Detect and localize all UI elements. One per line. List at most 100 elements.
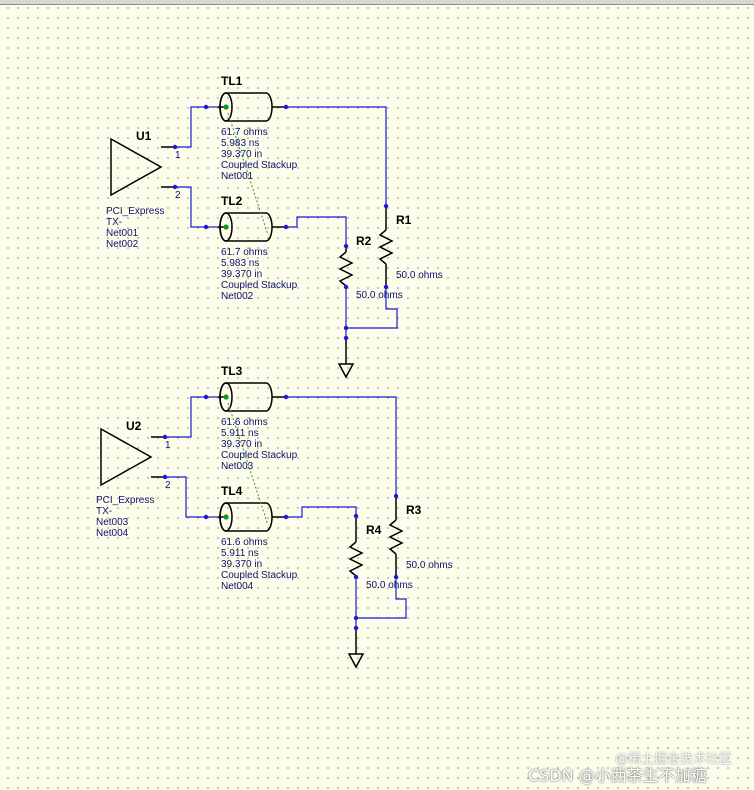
u1-driver[interactable]: U1 1 2 PCI_Express TX- Net001 Net002: [106, 129, 181, 250]
r1-value: 50.0 ohms: [396, 270, 443, 281]
node: [353, 574, 359, 580]
node: [172, 144, 178, 150]
r3-ref: R3: [406, 503, 422, 517]
circuit-2: U2 1 2 PCI_Express TX- Net003 Net004 TL3…: [96, 364, 453, 669]
node: [393, 493, 399, 499]
tl1-delay: 5.983 ns: [221, 138, 259, 149]
node: [343, 284, 349, 290]
tl4-length: 39.370 in: [221, 559, 262, 570]
r2-zigzag: [338, 251, 354, 287]
node: [343, 335, 349, 341]
node: [353, 513, 359, 519]
tl3-impedance: 61.6 ohms: [221, 417, 268, 428]
tl2-length: 39.370 in: [221, 269, 262, 280]
node: [353, 625, 359, 631]
tl2-delay: 5.983 ns: [221, 258, 259, 269]
u2-pin: TX-: [96, 506, 112, 517]
tl4-delay: 5.911 ns: [221, 548, 259, 559]
node: [283, 224, 289, 230]
tl1-line[interactable]: TL1 61.7 ohms 5.983 ns 39.370 in Coupled…: [218, 74, 298, 182]
u1-net-b: Net002: [106, 239, 139, 250]
tl4-impedance: 61.6 ohms: [221, 537, 268, 548]
tl4-net: Net004: [221, 581, 254, 592]
tl4-line[interactable]: TL4 61.6 ohms 5.911 ns 39.370 in Coupled…: [218, 484, 298, 592]
tl2-model: Coupled Stackup: [221, 280, 298, 291]
node: [203, 104, 209, 110]
u1-pin: TX-: [106, 217, 122, 228]
wire-u2p2-tl4: [165, 476, 206, 518]
tl1-length: 39.370 in: [221, 149, 262, 160]
tl3-length: 39.370 in: [221, 439, 262, 450]
wire-u2p1-tl3: [165, 396, 206, 438]
u2-net-b: Net004: [96, 528, 129, 539]
node: [283, 514, 289, 520]
node: [283, 394, 289, 400]
node: [343, 325, 349, 331]
r2-resistor[interactable]: R2 50.0 ohms: [338, 234, 403, 301]
r4-ref: R4: [366, 523, 382, 537]
r1-zigzag: [378, 229, 394, 265]
tl3-line[interactable]: TL3 61.6 ohms 5.911 ns 39.370 in Coupled…: [218, 364, 298, 472]
tl4-model: Coupled Stackup: [221, 570, 298, 581]
u2-pin1-label: 1: [165, 440, 171, 451]
r3-resistor[interactable]: R3 50.0 ohms: [388, 496, 453, 577]
wire-u1p1-tl1: [175, 106, 206, 148]
tl2-ref: TL2: [221, 194, 243, 208]
watermark-csdn: CSDN @小西茶生不加糖: [528, 766, 707, 785]
u2-net-a: Net003: [96, 517, 129, 528]
tl3-delay: 5.911 ns: [221, 428, 259, 439]
ground-1-icon: [337, 363, 355, 379]
tl1-impedance: 61.7 ohms: [221, 127, 268, 138]
node: [223, 224, 229, 230]
tl1-tl2-coupling-line: [227, 112, 269, 236]
ground-2-icon: [347, 653, 365, 669]
node: [162, 434, 168, 440]
circuit-1: U1 1 2 PCI_Express TX- Net001 Net002 TL1…: [106, 74, 443, 379]
node: [223, 104, 229, 110]
node: [383, 203, 389, 209]
node: [203, 514, 209, 520]
tl3-ref: TL3: [221, 364, 243, 378]
tl2-line[interactable]: TL2 61.7 ohms 5.983 ns 39.370 in Coupled…: [218, 194, 298, 302]
tl3-net: Net003: [221, 461, 254, 472]
node: [353, 615, 359, 621]
u2-ref: U2: [126, 419, 142, 433]
u1-net-a: Net001: [106, 228, 139, 239]
node: [162, 474, 168, 480]
node: [223, 394, 229, 400]
node: [203, 224, 209, 230]
r3-value: 50.0 ohms: [406, 560, 453, 571]
r1-resistor[interactable]: R1 50.0 ohms: [378, 206, 443, 287]
tl1-net: Net001: [221, 171, 254, 182]
r2-value: 50.0 ohms: [356, 290, 403, 301]
tl3-model: Coupled Stackup: [221, 450, 298, 461]
u2-part: PCI_Express: [96, 495, 154, 506]
node: [383, 284, 389, 290]
r1-ref: R1: [396, 213, 412, 227]
r4-resistor[interactable]: R4 50.0 ohms: [348, 516, 413, 591]
u2-pin2-label: 2: [165, 480, 171, 491]
wire-tl2-r2: [286, 216, 347, 246]
wire-r1-gnd: [346, 287, 398, 329]
window-top-edge: [0, 0, 754, 5]
u2-driver[interactable]: U2 1 2 PCI_Express TX- Net003 Net004: [96, 419, 171, 539]
u1-pin2-label: 2: [175, 190, 181, 201]
node: [223, 514, 229, 520]
wire-r3-gnd: [356, 577, 407, 619]
r3-zigzag: [388, 519, 404, 555]
tl1-model: Coupled Stackup: [221, 160, 298, 171]
wire-tl4-r4: [286, 506, 357, 518]
node: [283, 104, 289, 110]
watermark-juejin: @稀土掘金技术社区: [614, 752, 732, 767]
r4-zigzag: [348, 541, 364, 577]
wire-tl3-r3: [286, 396, 397, 496]
tl4-ref: TL4: [221, 484, 243, 498]
tl1-ref: TL1: [221, 74, 243, 88]
r4-value: 50.0 ohms: [366, 580, 413, 591]
node: [172, 184, 178, 190]
tl2-net: Net002: [221, 291, 254, 302]
node: [203, 394, 209, 400]
wire-u1p2-tl2: [175, 186, 206, 228]
wire-tl1-r1: [286, 106, 387, 206]
